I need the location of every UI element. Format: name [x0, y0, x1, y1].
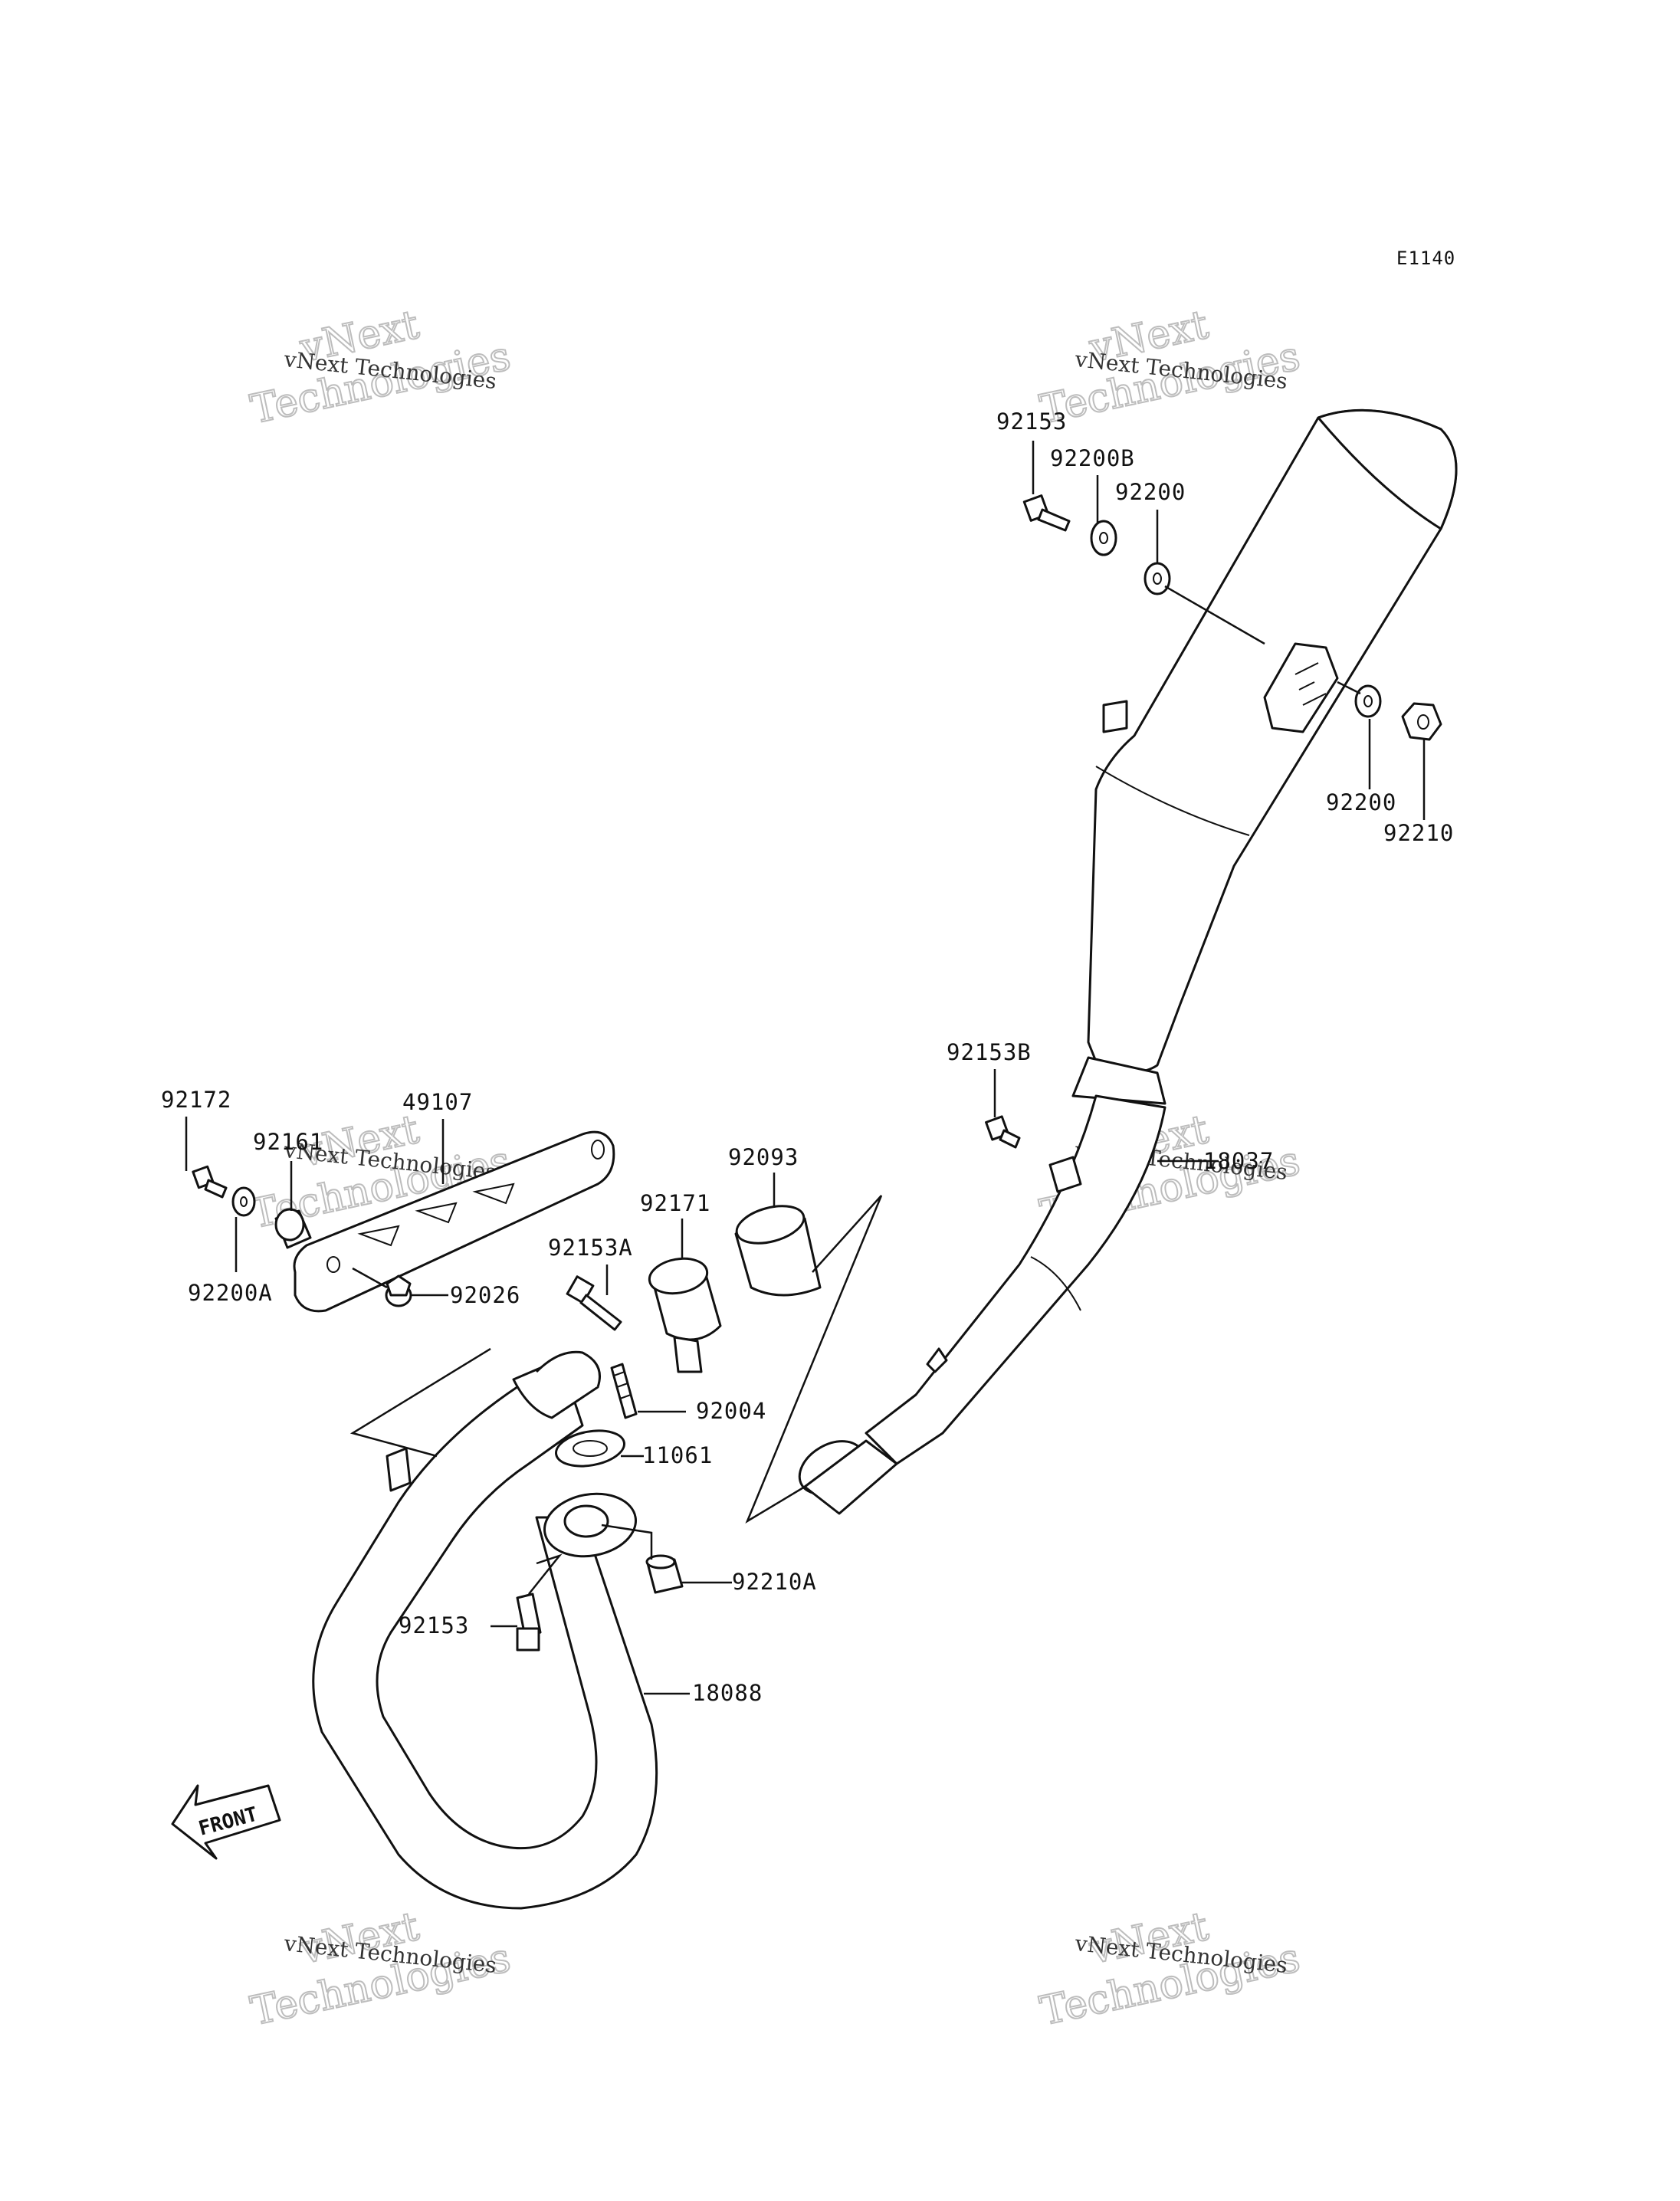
label-92200A: 92200A — [188, 1280, 273, 1306]
diagram-code: E1140 — [1396, 248, 1455, 269]
gasket-11061 — [555, 1429, 625, 1468]
assembly-line-shield — [349, 1267, 491, 1458]
nut-92210 — [1401, 702, 1442, 741]
header-pipe — [312, 1350, 658, 1910]
sleeve-92093 — [734, 1205, 822, 1297]
bolt-92153-bottom — [516, 1593, 542, 1652]
bolt-92153A — [566, 1275, 622, 1331]
leader-lines — [185, 441, 1426, 1695]
label-92171: 92171 — [640, 1190, 710, 1216]
stud-92004 — [610, 1363, 638, 1419]
label-92093: 92093 — [728, 1144, 799, 1170]
watermark-top-left: vNext Technologies vNext Technologies — [246, 301, 515, 434]
label-18037: 18037 — [1203, 1148, 1274, 1174]
label-92210A: 92210A — [732, 1569, 817, 1595]
label-49107: 49107 — [402, 1089, 473, 1115]
washer-92200B-hole — [1099, 532, 1108, 544]
washer-92200A — [231, 1186, 256, 1217]
nut-92210A — [645, 1554, 684, 1594]
label-92172: 92172 — [161, 1087, 231, 1113]
washer-92200-right — [1354, 684, 1382, 718]
washer-92200B — [1090, 520, 1117, 556]
label-92210: 92210 — [1383, 820, 1454, 846]
watermark-bottom-right: vNext Technologies vNext Technologies — [1035, 1903, 1304, 2035]
label-92026: 92026 — [450, 1282, 520, 1308]
label-92153-top: 92153 — [996, 408, 1067, 435]
washer-92200-top — [1144, 562, 1171, 595]
label-92161: 92161 — [253, 1129, 323, 1155]
label-92200B: 92200B — [1050, 445, 1135, 471]
label-11061: 11061 — [642, 1442, 713, 1468]
watermark-bottom-left: vNext Technologies vNext Technologies — [246, 1903, 515, 2035]
label-92200-top: 92200 — [1115, 479, 1186, 505]
label-92153B: 92153B — [947, 1039, 1032, 1065]
assembly-line-muffler — [1164, 585, 1361, 695]
label-92004: 92004 — [696, 1398, 766, 1424]
assembly-line-header — [528, 1524, 653, 1595]
collar-92161 — [274, 1208, 312, 1249]
muffler — [1071, 408, 1458, 1105]
bolt-92153-top — [1022, 494, 1071, 532]
bolt-92172 — [192, 1165, 228, 1199]
front-arrow-icon: FRONT — [171, 1784, 281, 1860]
grommet-92026 — [385, 1274, 412, 1307]
assembly-line-triangle — [745, 1195, 883, 1524]
label-18088: 18088 — [692, 1680, 763, 1706]
mid-pipe — [798, 1094, 1166, 1515]
label-92153A: 92153A — [548, 1235, 633, 1261]
watermark-top-right: vNext Technologies vNext Technologies — [1035, 301, 1304, 434]
label-92200-right: 92200 — [1326, 789, 1396, 815]
label-92153-bottom: 92153 — [399, 1612, 469, 1638]
heat-shield — [293, 1130, 615, 1313]
bolt-92153B — [985, 1115, 1021, 1149]
part-labels: 92153 92200B 92200 92200 92210 92153B 18… — [161, 408, 1454, 1706]
clamp-92171 — [648, 1257, 722, 1373]
